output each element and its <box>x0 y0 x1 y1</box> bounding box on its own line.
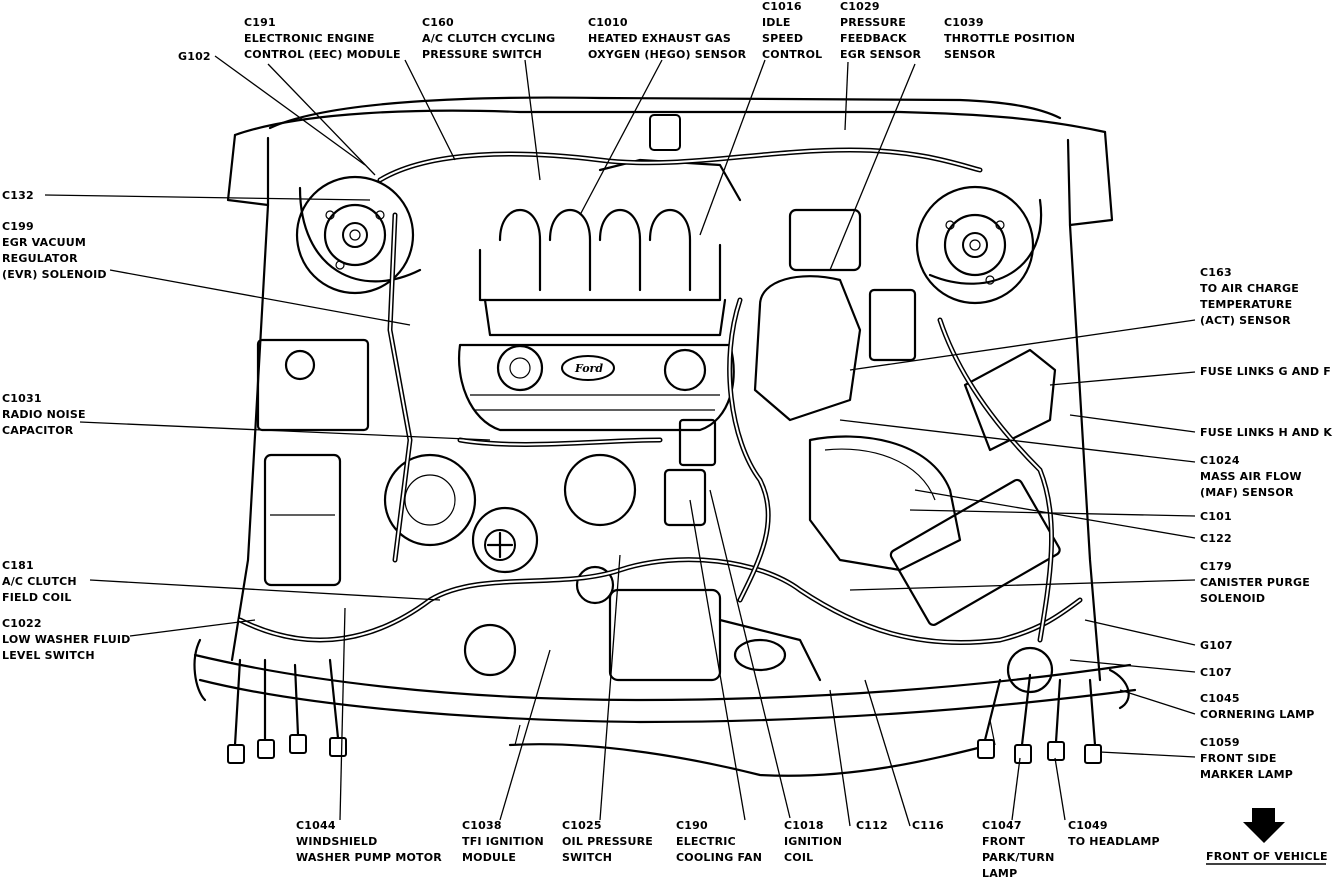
label-c179-line1: CANISTER PURGE <box>1200 576 1310 589</box>
label-c1045-line1: CORNERING LAMP <box>1200 708 1315 721</box>
label-c1038-line2: MODULE <box>462 851 516 864</box>
label-c1038-code: C1038 <box>462 819 502 832</box>
label-c132: C132 <box>2 189 34 202</box>
label-c1049-code: C1049 <box>1068 819 1108 832</box>
label-c1059-line2: MARKER LAMP <box>1200 768 1293 781</box>
label-c1047-line3: LAMP <box>982 867 1017 880</box>
label-c199-code: C199 <box>2 220 34 233</box>
label-c1039-line2: SENSOR <box>944 48 996 61</box>
label-c1025-code: C1025 <box>562 819 602 832</box>
label-c181-line2: FIELD COIL <box>2 591 72 604</box>
label-c122: C122 <box>1200 532 1232 545</box>
front-arrow-icon <box>1243 808 1285 843</box>
label-c1024-code: C1024 <box>1200 454 1240 467</box>
label-g102: G102 <box>178 50 211 63</box>
label-c1047-line1: FRONT <box>982 835 1025 848</box>
label-c1047-line2: PARK/TURN <box>982 851 1055 864</box>
label-c1039-code: C1039 <box>944 16 984 29</box>
label-c1022-code: C1022 <box>2 617 42 630</box>
label-c160-line2: PRESSURE SWITCH <box>422 48 542 61</box>
label-c116: C116 <box>912 819 944 832</box>
label-c1010-code: C1010 <box>588 16 628 29</box>
label-c163-line1: TO AIR CHARGE <box>1200 282 1299 295</box>
label-c1044-code: C1044 <box>296 819 336 832</box>
label-c191-line2: CONTROL (EEC) MODULE <box>244 48 401 61</box>
label-c1025-line2: SWITCH <box>562 851 612 864</box>
label-c1029-code: C1029 <box>840 0 880 13</box>
label-c1022-line2: LEVEL SWITCH <box>2 649 95 662</box>
label-c191-code: C191 <box>244 16 276 29</box>
label-c190-line1: ELECTRIC <box>676 835 736 848</box>
label-c1059-code: C1059 <box>1200 736 1240 749</box>
label-c1025-line1: OIL PRESSURE <box>562 835 653 848</box>
label-c163-code: C163 <box>1200 266 1232 279</box>
label-c1016-line3: CONTROL <box>762 48 822 61</box>
front-of-vehicle-label: FRONT OF VEHICLE <box>1206 850 1328 863</box>
label-c1047-code: C1047 <box>982 819 1022 832</box>
label-c1031-code: C1031 <box>2 392 42 405</box>
label-c1010-line2: OXYGEN (HEGO) SENSOR <box>588 48 747 61</box>
label-c1039-line1: THROTTLE POSITION <box>944 32 1075 45</box>
label-c1016-line1: IDLE <box>762 16 791 29</box>
label-c179-code: C179 <box>1200 560 1232 573</box>
label-c190-line2: COOLING FAN <box>676 851 762 864</box>
label-c1044-line2: WASHER PUMP MOTOR <box>296 851 442 864</box>
label-c112: C112 <box>856 819 888 832</box>
label-c179-line2: SOLENOID <box>1200 592 1265 605</box>
label-c160-code: C160 <box>422 16 454 29</box>
label-c1018-line1: IGNITION <box>784 835 842 848</box>
label-c1018-code: C1018 <box>784 819 824 832</box>
label-c1016-code: C1016 <box>762 0 802 13</box>
label-c199-line2: REGULATOR <box>2 252 78 265</box>
label-c1029-line1: PRESSURE <box>840 16 906 29</box>
label-c1010-line1: HEATED EXHAUST GAS <box>588 32 731 45</box>
ford-logo: Ford <box>574 362 603 375</box>
label-c160-line1: A/C CLUTCH CYCLING <box>422 32 555 45</box>
label-c181-line1: A/C CLUTCH <box>2 575 77 588</box>
label-c191-line1: ELECTRONIC ENGINE <box>244 32 375 45</box>
label-fuse-links-gf: FUSE LINKS G AND F <box>1200 365 1331 378</box>
label-c101: C101 <box>1200 510 1232 523</box>
label-c1029-line2: FEEDBACK <box>840 32 907 45</box>
label-c1029-line3: EGR SENSOR <box>840 48 922 61</box>
leader-lines <box>44 55 1196 827</box>
label-c1031-line2: CAPACITOR <box>2 424 74 437</box>
label-c1059-line1: FRONT SIDE <box>1200 752 1277 765</box>
label-c1016-line2: SPEED <box>762 32 803 45</box>
front-of-vehicle-indicator: FRONT OF VEHICLE <box>1206 808 1328 865</box>
label-c1038-line1: TFI IGNITION <box>462 835 544 848</box>
label-c1031-line1: RADIO NOISE <box>2 408 86 421</box>
label-c1022-line1: LOW WASHER FLUID <box>2 633 131 646</box>
label-c190-code: C190 <box>676 819 708 832</box>
label-c163-line3: (ACT) SENSOR <box>1200 314 1291 327</box>
label-c199-line3: (EVR) SOLENOID <box>2 268 107 281</box>
label-c1045-code: C1045 <box>1200 692 1240 705</box>
label-c1024-line1: MASS AIR FLOW <box>1200 470 1302 483</box>
label-fuse-links-hk: FUSE LINKS H AND K <box>1200 426 1332 439</box>
label-c1018-line2: COIL <box>784 851 813 864</box>
label-c1044-line1: WINDSHIELD <box>296 835 377 848</box>
label-c199-line1: EGR VACUUM <box>2 236 86 249</box>
label-c107: C107 <box>1200 666 1232 679</box>
label-g107: G107 <box>1200 639 1233 652</box>
label-c1024-line2: (MAF) SENSOR <box>1200 486 1294 499</box>
label-c181-code: C181 <box>2 559 34 572</box>
label-c1049-line1: TO HEADLAMP <box>1068 835 1160 848</box>
label-c163-line2: TEMPERATURE <box>1200 298 1292 311</box>
